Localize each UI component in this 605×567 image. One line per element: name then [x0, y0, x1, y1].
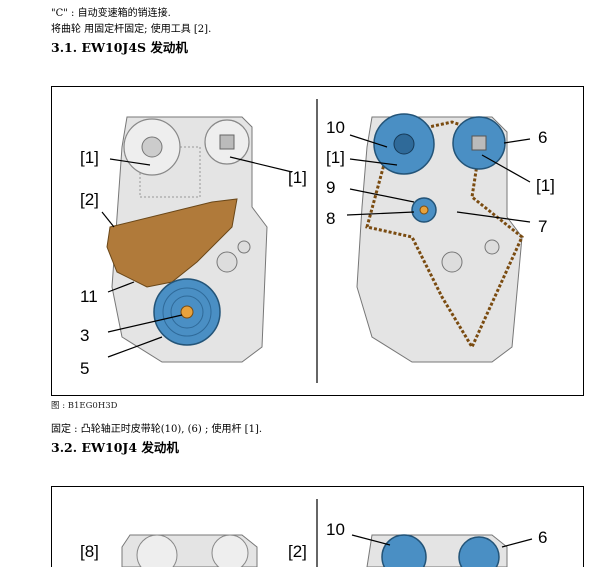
fig2-label-2: [2]: [288, 542, 307, 561]
label-5: 5: [80, 359, 89, 378]
engine-diagram: [1] [1] [2] 11 3 5 10 [1] 9 8 6 [1] 7: [80, 99, 555, 383]
fig2-label-10: 10: [326, 520, 345, 539]
note-fix: 固定 : 凸轮轴正时皮带轮(10), (6) ; 使用杆 [1].: [51, 424, 263, 435]
label-1b: [1]: [288, 168, 307, 187]
section-heading-3-1: 3.1. EW10J4S 发动机: [51, 40, 188, 55]
left-leader-lines: [101, 156, 293, 358]
note-tool: 将曲轮 用固定杆固定; 使用工具 [2].: [51, 24, 212, 35]
figure-ew10j4s: [1] [1] [2] 11 3 5 10 [1] 9 8 6 [1] 7: [51, 86, 584, 396]
label-1d: [1]: [536, 176, 555, 195]
right-leader-lines: [346, 134, 531, 223]
label-9: 9: [326, 178, 335, 197]
figure-caption: 图 : B1EG0H3D: [51, 401, 118, 411]
label-3: 3: [80, 326, 89, 345]
left-labels: [1] [1] [2] 11 3 5: [80, 148, 307, 378]
label-11: 11: [80, 287, 98, 306]
right-labels: 10 [1] 9 8 6 [1] 7: [326, 118, 555, 236]
label-8: 8: [326, 209, 335, 228]
label-10: 10: [326, 118, 345, 137]
label-2: [2]: [80, 190, 99, 209]
figure-ew10j4: [8] [2] 10 6: [51, 486, 584, 567]
label-1a: [1]: [80, 148, 99, 167]
label-7: 7: [538, 217, 547, 236]
crank-bolt: [180, 305, 194, 319]
engine-diagram-2: [8] [2] 10 6: [80, 499, 547, 567]
note-c: "C" : 自动变速箱的销连接.: [51, 8, 171, 19]
fig2-label-8: [8]: [80, 542, 99, 561]
label-1c: [1]: [326, 148, 345, 167]
right-engine-block: [356, 113, 524, 363]
timing-cover: [106, 198, 238, 288]
left-engine-block: [106, 116, 268, 363]
section-heading-3-2: 3.2. EW10J4 发动机: [51, 440, 179, 455]
label-6: 6: [538, 128, 547, 147]
fig2-label-6: 6: [538, 528, 547, 547]
